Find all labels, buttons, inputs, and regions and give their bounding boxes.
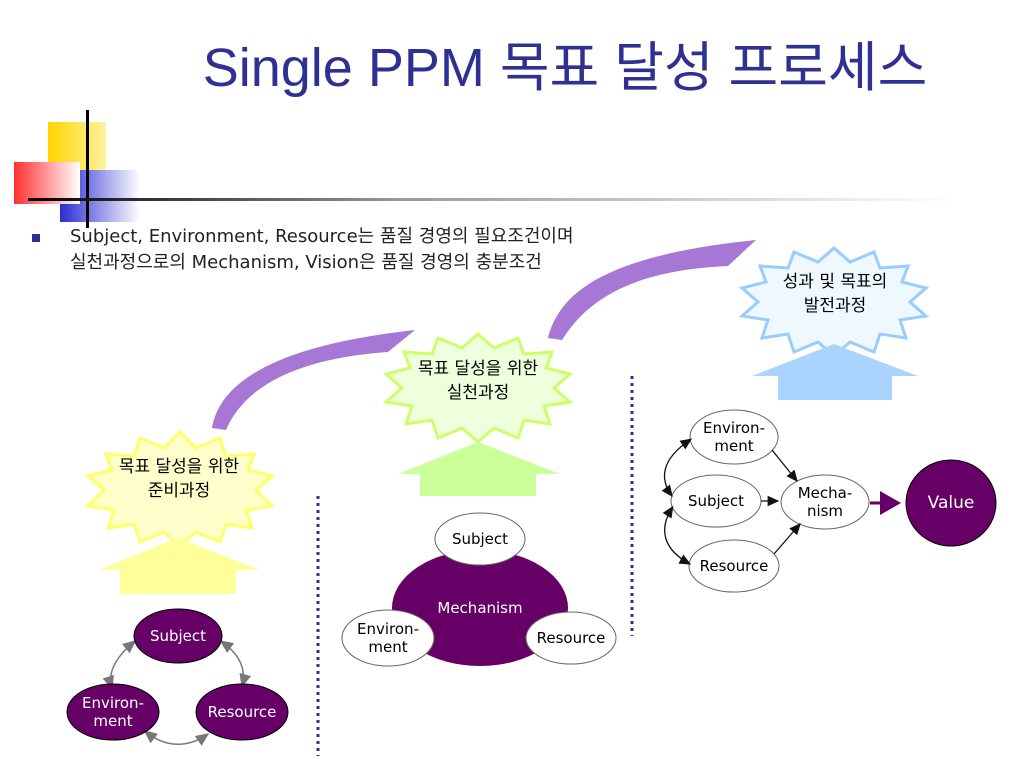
middle-subject-label: Subject — [451, 530, 509, 548]
left-resource-label: Resource — [207, 703, 277, 721]
right-value-label: Value — [927, 493, 975, 513]
cycle-arrow-subject-resource — [219, 640, 252, 688]
up-arrow-growth — [752, 344, 918, 400]
label-practice: 목표 달성을 위한 실천과정 — [417, 359, 539, 403]
label-growth: 성과 및 목표의 발전과정 — [782, 272, 888, 316]
middle-resource-label: Resource — [536, 629, 606, 647]
left-environment-node — [66, 683, 160, 741]
cycle-arrow-environment-resource — [143, 730, 210, 746]
right-resource-node — [688, 539, 780, 593]
left-environment-label: Environ- ment — [82, 694, 144, 730]
right-subject-label: Subject — [687, 492, 745, 510]
up-arrow-practice — [398, 442, 560, 496]
right-mechanism-node — [780, 474, 870, 530]
middle-mechanism-node — [392, 550, 568, 666]
bullet-line-1: Subject, Environment, Resource는 품질 경영의 필… — [70, 226, 574, 247]
bullet-text: Subject, Environment, Resource는 품질 경영의 필… — [70, 224, 770, 276]
label-prep: 목표 달성을 위한 준비과정 — [118, 457, 240, 501]
bullet-line-2: 실천과정으로의 Mechanism, Vision은 품질 경영의 충분조건 — [70, 252, 542, 273]
middle-resource-node — [525, 611, 617, 665]
right-mechanism-label: Mecha- nism — [797, 484, 853, 520]
middle-mechanism-label: Mechanism — [437, 599, 523, 617]
left-subject-node — [133, 608, 223, 664]
middle-subject-node — [434, 512, 526, 566]
right-environment-label: Environ- ment — [703, 419, 765, 455]
right-arrow-env-subject — [661, 438, 693, 498]
right-arrow-subject-resource — [662, 505, 692, 565]
middle-environment-label: Environ- ment — [357, 620, 419, 656]
page-title: Single PPM 목표 달성 프로세스 — [202, 38, 928, 98]
right-resource-label: Resource — [699, 557, 769, 575]
right-value-node — [905, 459, 997, 547]
curve-arrow-practice-to-growth — [548, 240, 756, 340]
right-arrow-resource-mech — [773, 523, 801, 555]
left-subject-label: Subject — [149, 627, 207, 645]
right-arrow-env-mech — [771, 449, 798, 483]
left-resource-node — [195, 683, 289, 741]
cycle-arrow-subject-environment — [102, 640, 137, 690]
right-environment-node — [689, 409, 779, 465]
middle-environment-node — [341, 609, 435, 667]
up-arrow-prep — [98, 538, 260, 594]
bullet-marker — [32, 234, 40, 242]
curve-arrow-prep-to-practice — [212, 330, 415, 430]
